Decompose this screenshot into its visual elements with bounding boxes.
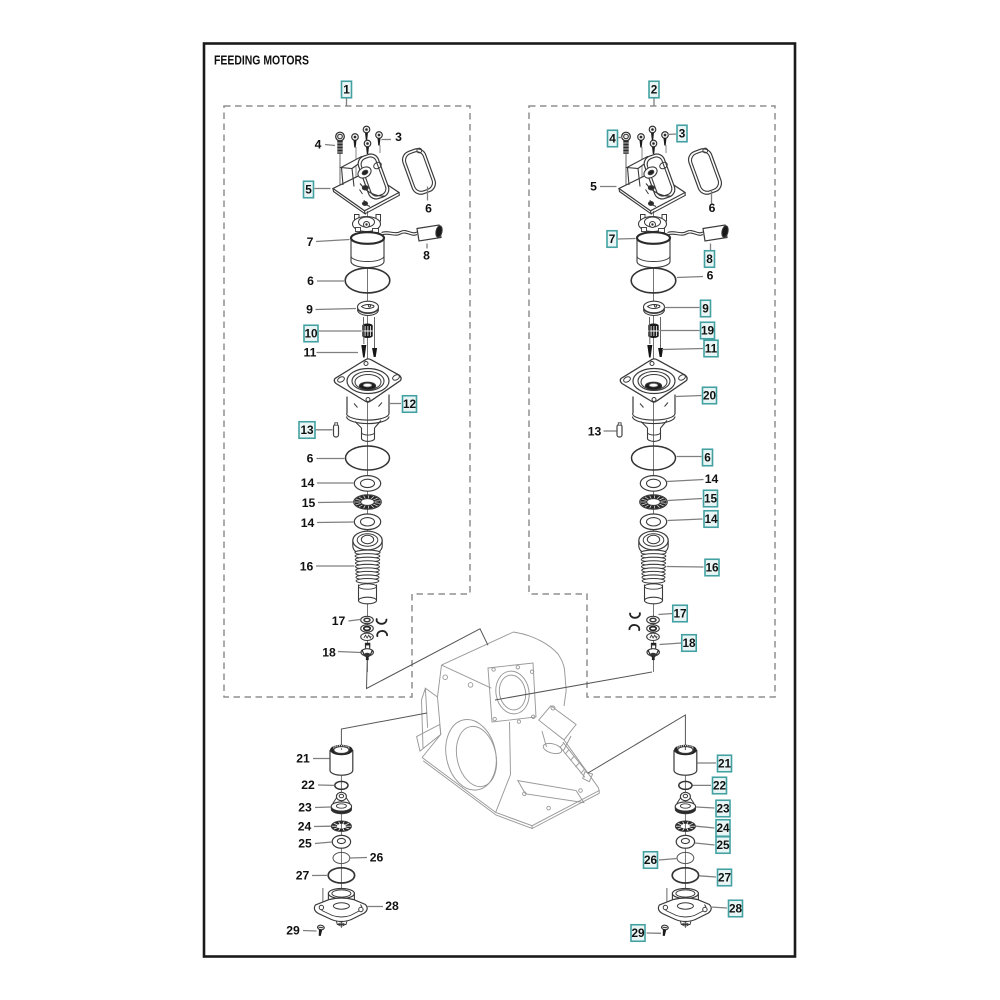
svg-text:21: 21 [296,752,310,766]
svg-text:8: 8 [423,249,430,263]
svg-text:14: 14 [301,476,315,490]
svg-text:6: 6 [307,274,314,288]
svg-text:24: 24 [716,821,730,835]
svg-text:24: 24 [298,820,312,834]
svg-text:16: 16 [705,561,719,575]
svg-text:7: 7 [307,235,314,249]
svg-text:15: 15 [704,492,718,506]
svg-text:11: 11 [705,342,718,356]
svg-text:16: 16 [300,560,314,574]
svg-text:4: 4 [609,132,616,146]
svg-text:17: 17 [673,607,687,621]
svg-text:9: 9 [306,303,313,317]
svg-text:7: 7 [609,232,616,246]
svg-text:5: 5 [305,183,312,197]
svg-text:23: 23 [716,802,730,816]
svg-text:21: 21 [718,757,732,771]
svg-text:9: 9 [702,302,709,316]
svg-text:12: 12 [403,397,417,411]
svg-text:23: 23 [298,801,312,815]
svg-text:28: 28 [385,899,399,913]
svg-text:27: 27 [296,869,310,883]
svg-text:18: 18 [682,636,696,650]
svg-text:6: 6 [307,452,314,466]
svg-text:6: 6 [707,269,714,283]
svg-text:20: 20 [703,389,717,403]
svg-text:27: 27 [718,871,732,885]
svg-text:6: 6 [704,451,711,465]
svg-text:1: 1 [343,83,350,97]
svg-text:13: 13 [588,425,602,439]
svg-text:6: 6 [425,202,432,216]
svg-text:18: 18 [322,646,336,660]
svg-text:11: 11 [304,346,317,360]
svg-text:28: 28 [729,902,743,916]
svg-text:17: 17 [332,614,346,628]
svg-text:14: 14 [705,472,719,486]
svg-text:10: 10 [304,327,318,341]
svg-text:19: 19 [701,324,715,338]
svg-text:29: 29 [286,924,300,938]
svg-text:3: 3 [679,127,686,141]
svg-text:5: 5 [590,180,597,194]
svg-text:14: 14 [704,512,718,526]
svg-text:4: 4 [315,138,322,152]
svg-text:13: 13 [300,423,314,437]
svg-text:6: 6 [709,201,716,215]
svg-text:26: 26 [644,853,658,867]
svg-text:25: 25 [716,838,730,852]
svg-text:15: 15 [302,496,316,510]
svg-text:22: 22 [301,778,315,792]
svg-text:2: 2 [651,83,658,97]
svg-text:29: 29 [631,926,645,940]
svg-text:FEEDING MOTORS: FEEDING MOTORS [214,53,309,68]
svg-text:22: 22 [713,779,727,793]
svg-text:26: 26 [370,851,384,865]
svg-text:25: 25 [298,837,312,851]
svg-text:14: 14 [301,516,315,530]
svg-text:3: 3 [395,130,402,144]
svg-text:8: 8 [706,252,713,266]
